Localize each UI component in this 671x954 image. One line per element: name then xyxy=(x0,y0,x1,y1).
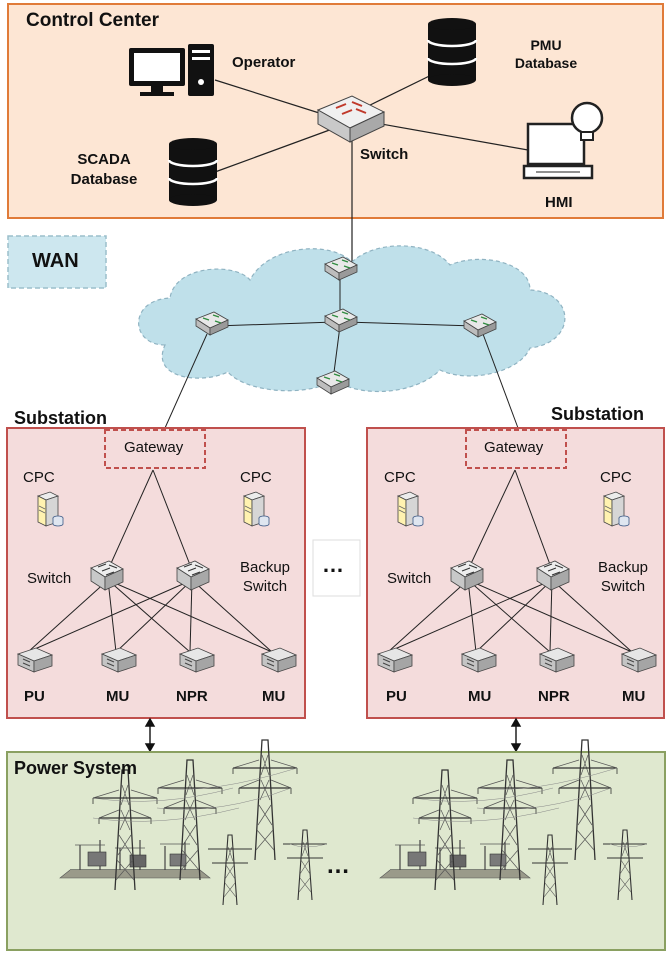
power-system-title: Power System xyxy=(14,758,138,778)
pu-label: PU xyxy=(386,688,407,705)
pmu-database-icon xyxy=(426,16,478,88)
mu-label: MU xyxy=(262,688,286,705)
operator-computer-icon xyxy=(129,44,214,96)
cpc-label: CPC xyxy=(600,469,632,486)
mu-label: MU xyxy=(468,688,492,705)
scada-database-icon xyxy=(167,136,219,208)
switch-label: Switch xyxy=(27,570,72,587)
mu-label: MU xyxy=(622,688,646,705)
operator-label: Operator xyxy=(232,54,296,71)
power-system-ellipsis: … xyxy=(326,852,350,879)
cpc-label: CPC xyxy=(384,469,416,486)
substation-ellipsis: … xyxy=(322,552,344,577)
gateway-label: Gateway xyxy=(124,439,184,456)
ellipsis-box xyxy=(312,539,361,597)
control-center-switch-icon xyxy=(316,95,386,143)
cpc-label: CPC xyxy=(23,469,55,486)
gateway-label: Gateway xyxy=(484,439,544,456)
substation-left-title: Substation xyxy=(14,408,107,428)
cpc-label: CPC xyxy=(240,469,272,486)
substation-power-arrow xyxy=(144,717,522,753)
substation-right xyxy=(366,427,665,719)
hmi-label: HMI xyxy=(545,194,573,211)
wan-label: WAN xyxy=(32,250,79,272)
substation-left xyxy=(6,427,306,719)
control-center-switch-label: Switch xyxy=(360,146,409,163)
wan-legend-box xyxy=(7,235,107,289)
switch-label: Switch xyxy=(387,570,432,587)
mu-label: MU xyxy=(106,688,130,705)
pu-label: PU xyxy=(24,688,45,705)
npr-label: NPR xyxy=(538,688,570,705)
substation-right-title: Substation xyxy=(551,404,644,424)
control-center-title: Control Center xyxy=(26,10,159,31)
wan-links xyxy=(164,274,519,429)
hmi-terminal-icon xyxy=(522,101,604,180)
npr-label: NPR xyxy=(176,688,208,705)
